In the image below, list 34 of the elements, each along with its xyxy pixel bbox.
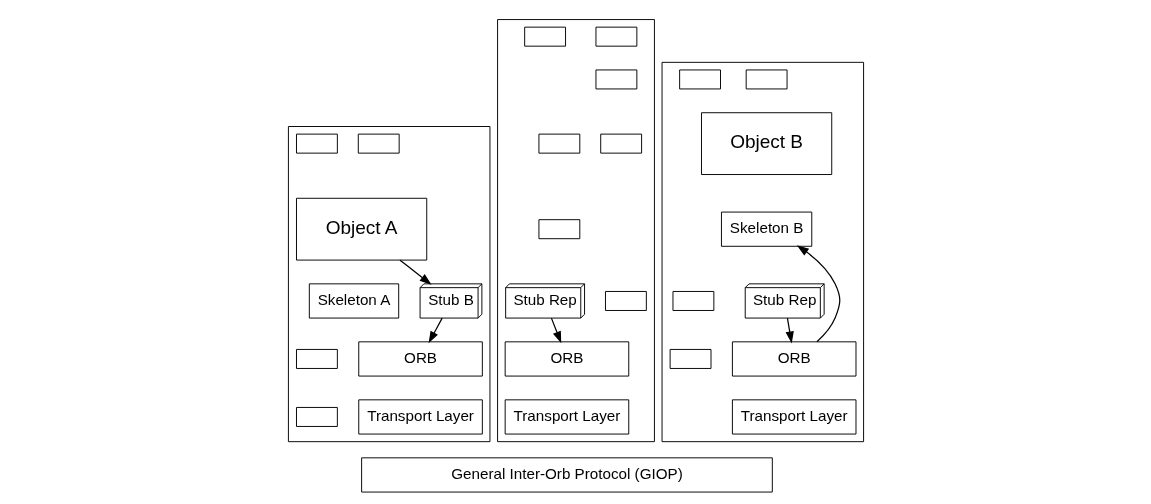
node-box: ORB (731, 341, 856, 377)
node-box (595, 69, 637, 90)
arrow (428, 317, 443, 344)
node-box (295, 406, 338, 427)
node-box (523, 26, 566, 47)
node-box: Transport Layer (731, 399, 856, 435)
node-box: General Inter-Orb Protocol (GIOP) (360, 457, 773, 493)
arrow (785, 317, 794, 344)
arrow (398, 259, 432, 285)
node-box: Transport Layer (357, 399, 483, 435)
node-box (295, 133, 338, 154)
cluster (661, 61, 864, 443)
node-box (595, 26, 637, 47)
cluster (287, 126, 490, 443)
node-box: Skeleton B (720, 211, 812, 247)
arrow (796, 245, 840, 343)
node-box (599, 133, 642, 154)
node-box: Transport Layer (504, 399, 629, 435)
node-box: ORB (357, 341, 483, 377)
node-box (672, 290, 714, 311)
cluster (496, 19, 655, 443)
node-box: Object B (700, 112, 832, 175)
node-box (604, 290, 647, 311)
node-box: Object A (295, 197, 427, 261)
node-box (537, 133, 580, 154)
node-box: Skeleton A (308, 283, 399, 319)
node-box: ORB (504, 341, 629, 377)
node-box (745, 69, 788, 90)
node-box (678, 69, 721, 90)
node-box (537, 219, 580, 240)
arrow (550, 317, 561, 344)
node-box (357, 133, 400, 154)
node-box (295, 348, 338, 369)
node-box (669, 348, 711, 369)
